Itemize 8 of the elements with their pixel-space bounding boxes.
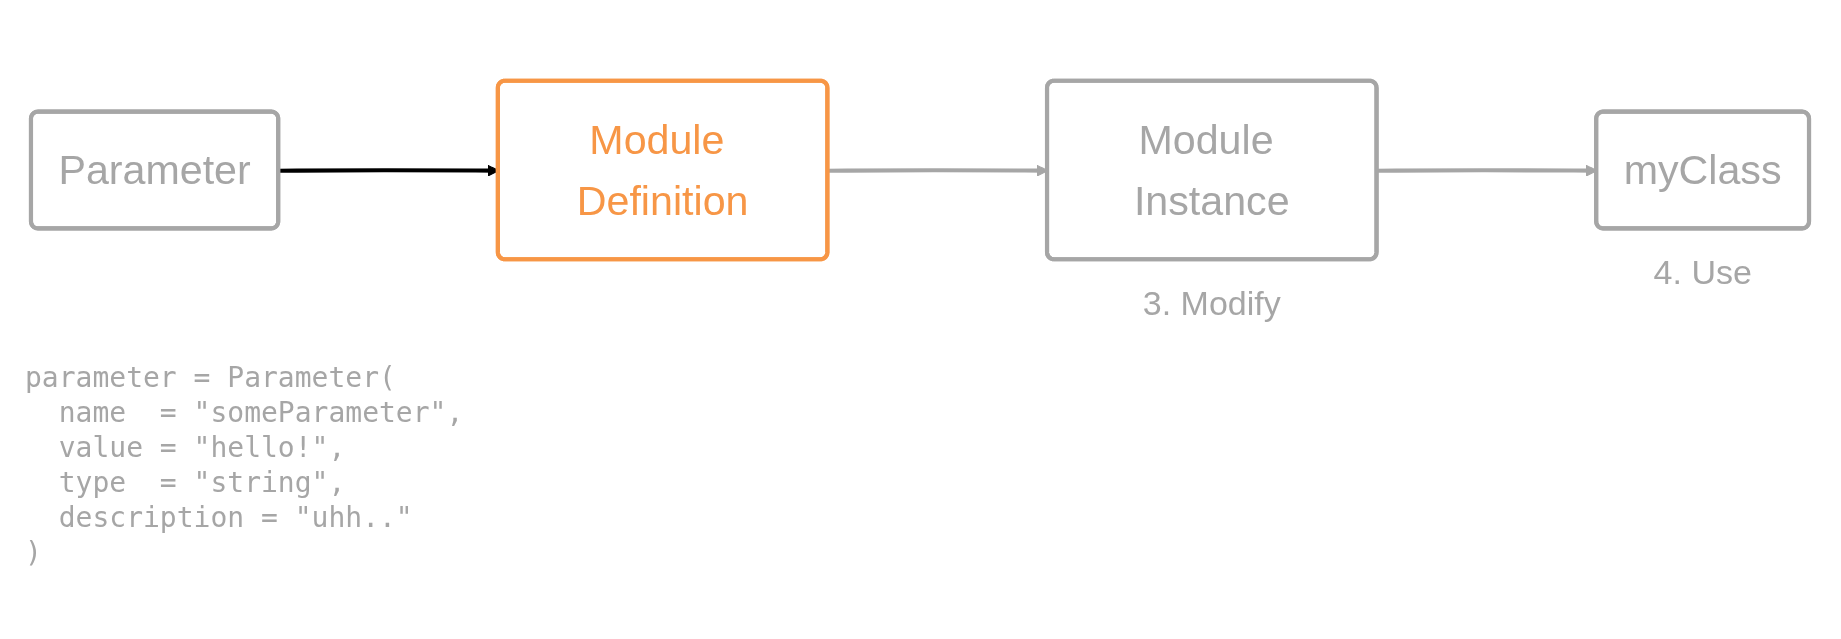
code-line: parameter = Parameter(	[25, 360, 397, 395]
step-caption: 4. Use	[1653, 253, 1752, 293]
code-line: value = "hello!",	[57, 430, 347, 465]
code-line: name = "someParameter",	[57, 395, 464, 430]
code-line: )	[25, 535, 43, 570]
code-line: description = "uhh.."	[57, 500, 414, 535]
code-line: type = "string",	[57, 465, 347, 500]
step-caption: 3. Modify	[1142, 284, 1281, 324]
